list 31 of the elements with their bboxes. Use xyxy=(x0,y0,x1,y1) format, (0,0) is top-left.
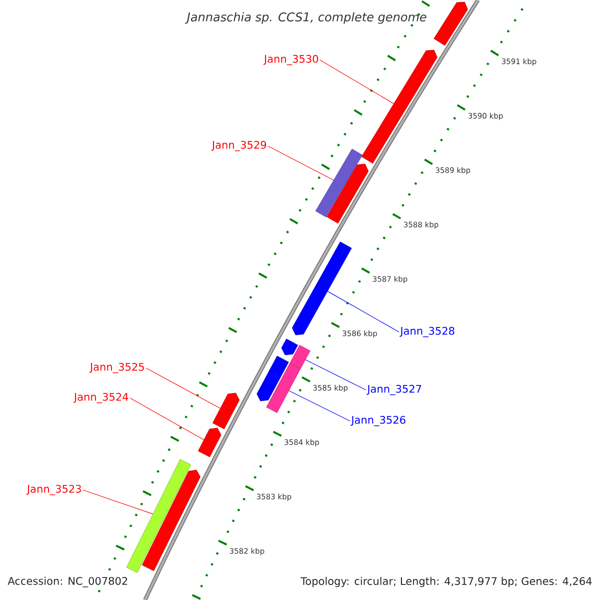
leader-line xyxy=(327,291,400,332)
title-text: Jannaschia sp. CCS1, complete genome xyxy=(184,12,426,24)
gene-feature xyxy=(326,164,369,224)
gene-feature xyxy=(256,356,289,402)
gene-feature xyxy=(212,392,240,430)
leader-line xyxy=(320,60,394,104)
gene-label: Jann_3529 xyxy=(211,140,266,152)
gene-label: Jann_3525 xyxy=(89,362,144,374)
gene-feature xyxy=(361,50,438,164)
gene-feature xyxy=(142,470,200,572)
gene-label: Jann_3524 xyxy=(73,392,128,404)
gene-label: Jann_3528 xyxy=(400,326,454,338)
feature-bar xyxy=(266,363,301,413)
gene-label: Jann_3530 xyxy=(263,54,318,66)
gene-feature xyxy=(434,2,468,46)
feature-bar xyxy=(315,148,363,218)
gene-feature xyxy=(198,428,222,458)
gene-label: Jann_3526 xyxy=(350,416,406,426)
info-text: Topology: circular; Length: 4,317,977 bp; Genes: 4,264 xyxy=(299,575,594,589)
gene-feature xyxy=(281,338,298,356)
leader-line xyxy=(268,146,334,180)
feature-bar xyxy=(126,459,192,573)
leader-line xyxy=(82,490,154,514)
leader-line xyxy=(146,368,220,409)
gene-label: Jann_3527 xyxy=(366,384,422,396)
gene-label: Jann_3523 xyxy=(26,484,81,496)
leader-line xyxy=(130,398,204,440)
info-text: Accession: NC_007802 xyxy=(6,575,130,589)
leader-line xyxy=(305,359,366,390)
feature-bar xyxy=(290,344,310,370)
leader-line xyxy=(288,390,350,422)
